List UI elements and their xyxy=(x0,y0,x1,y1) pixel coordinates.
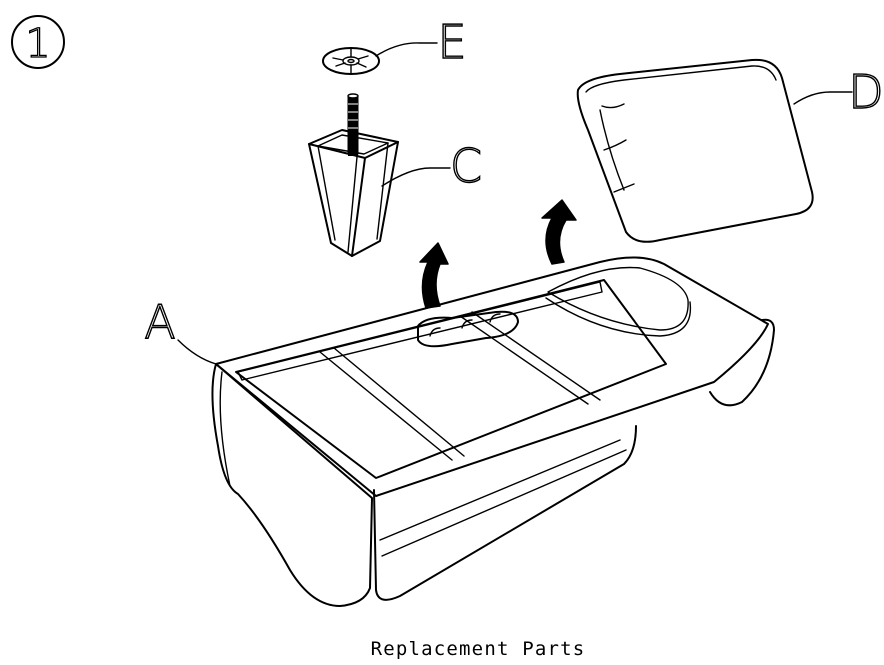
diagram-caption: Replacement Parts xyxy=(371,638,586,660)
label-e: E xyxy=(437,15,466,69)
step-number: 1 xyxy=(25,21,50,67)
arrow-leg-removal xyxy=(419,242,449,309)
part-c-leg xyxy=(308,93,451,257)
label-d: D xyxy=(848,65,883,119)
step-badge: 1 xyxy=(11,15,65,69)
part-e-glide xyxy=(322,42,438,75)
arrow-cushion-removal xyxy=(541,199,577,265)
label-a: A xyxy=(144,295,175,349)
label-c: C xyxy=(450,139,482,193)
part-d-cushion xyxy=(576,58,853,243)
part-a-frame xyxy=(177,256,775,607)
